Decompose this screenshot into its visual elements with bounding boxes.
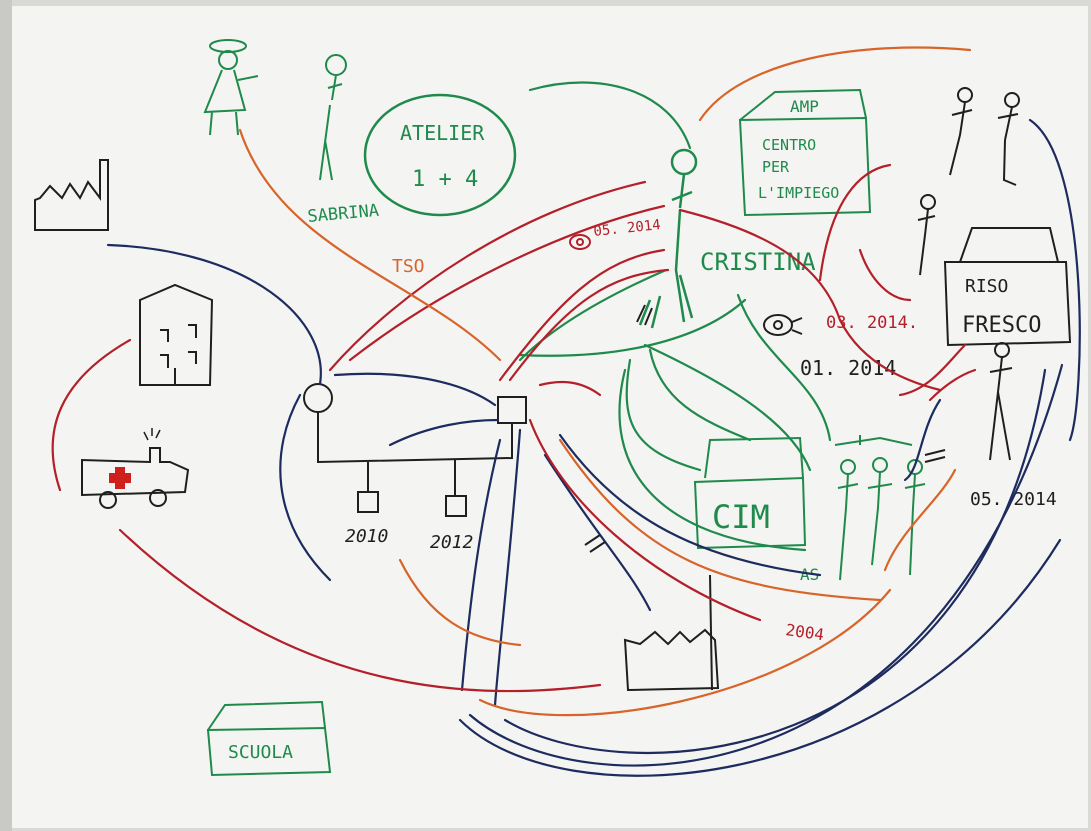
year-2010: 2010 [345,526,388,547]
cristina-label: CRISTINA [700,248,816,276]
year-2012: 2012 [430,532,473,553]
relationship-lines [51,46,1081,777]
amp-label: AMP [790,97,819,116]
cristina-date: 05. 2014 [593,217,662,240]
riso-workers-icon [917,87,1020,276]
scuola-box [206,700,332,777]
atelier-label: ATELIER [400,121,485,145]
woman-figure-icon [203,39,259,136]
riso-fresco-box [943,227,1072,347]
scuola-label: SCUOLA [228,742,293,763]
factory-icon-bottom [623,574,720,692]
riso-date: 03. 2014. [826,313,918,333]
as-group-icon [834,435,926,581]
riso-label: RISO [965,276,1008,297]
atelier-count: 1 + 4 [412,167,478,192]
atelier-circle [363,93,517,217]
tso-label: TSO [392,256,425,277]
cristina-figure-icon [638,148,698,329]
hatch-marks [584,304,946,553]
centro-impiego-box [738,88,872,217]
centro-label-1: CENTRO [762,136,816,154]
paper-sheet [8,6,1088,828]
ambulance-icon [81,428,190,509]
building-icon [139,283,214,386]
phone-icon [763,314,803,336]
cim-label: CIM [712,498,770,536]
centro-label-2: PER [762,158,790,176]
paper-shadow-left [0,0,12,831]
fresco-label: FRESCO [962,313,1041,338]
centro-label-3: L'IMPIEGO [758,184,839,202]
phone-date: 01. 2014 [800,356,896,380]
sabrina-figure-icon [319,54,347,181]
eye-icon-cristina [569,234,591,250]
right-worker-icon [989,342,1013,461]
family-tree [303,383,527,517]
factory-icon-topleft [34,159,109,231]
